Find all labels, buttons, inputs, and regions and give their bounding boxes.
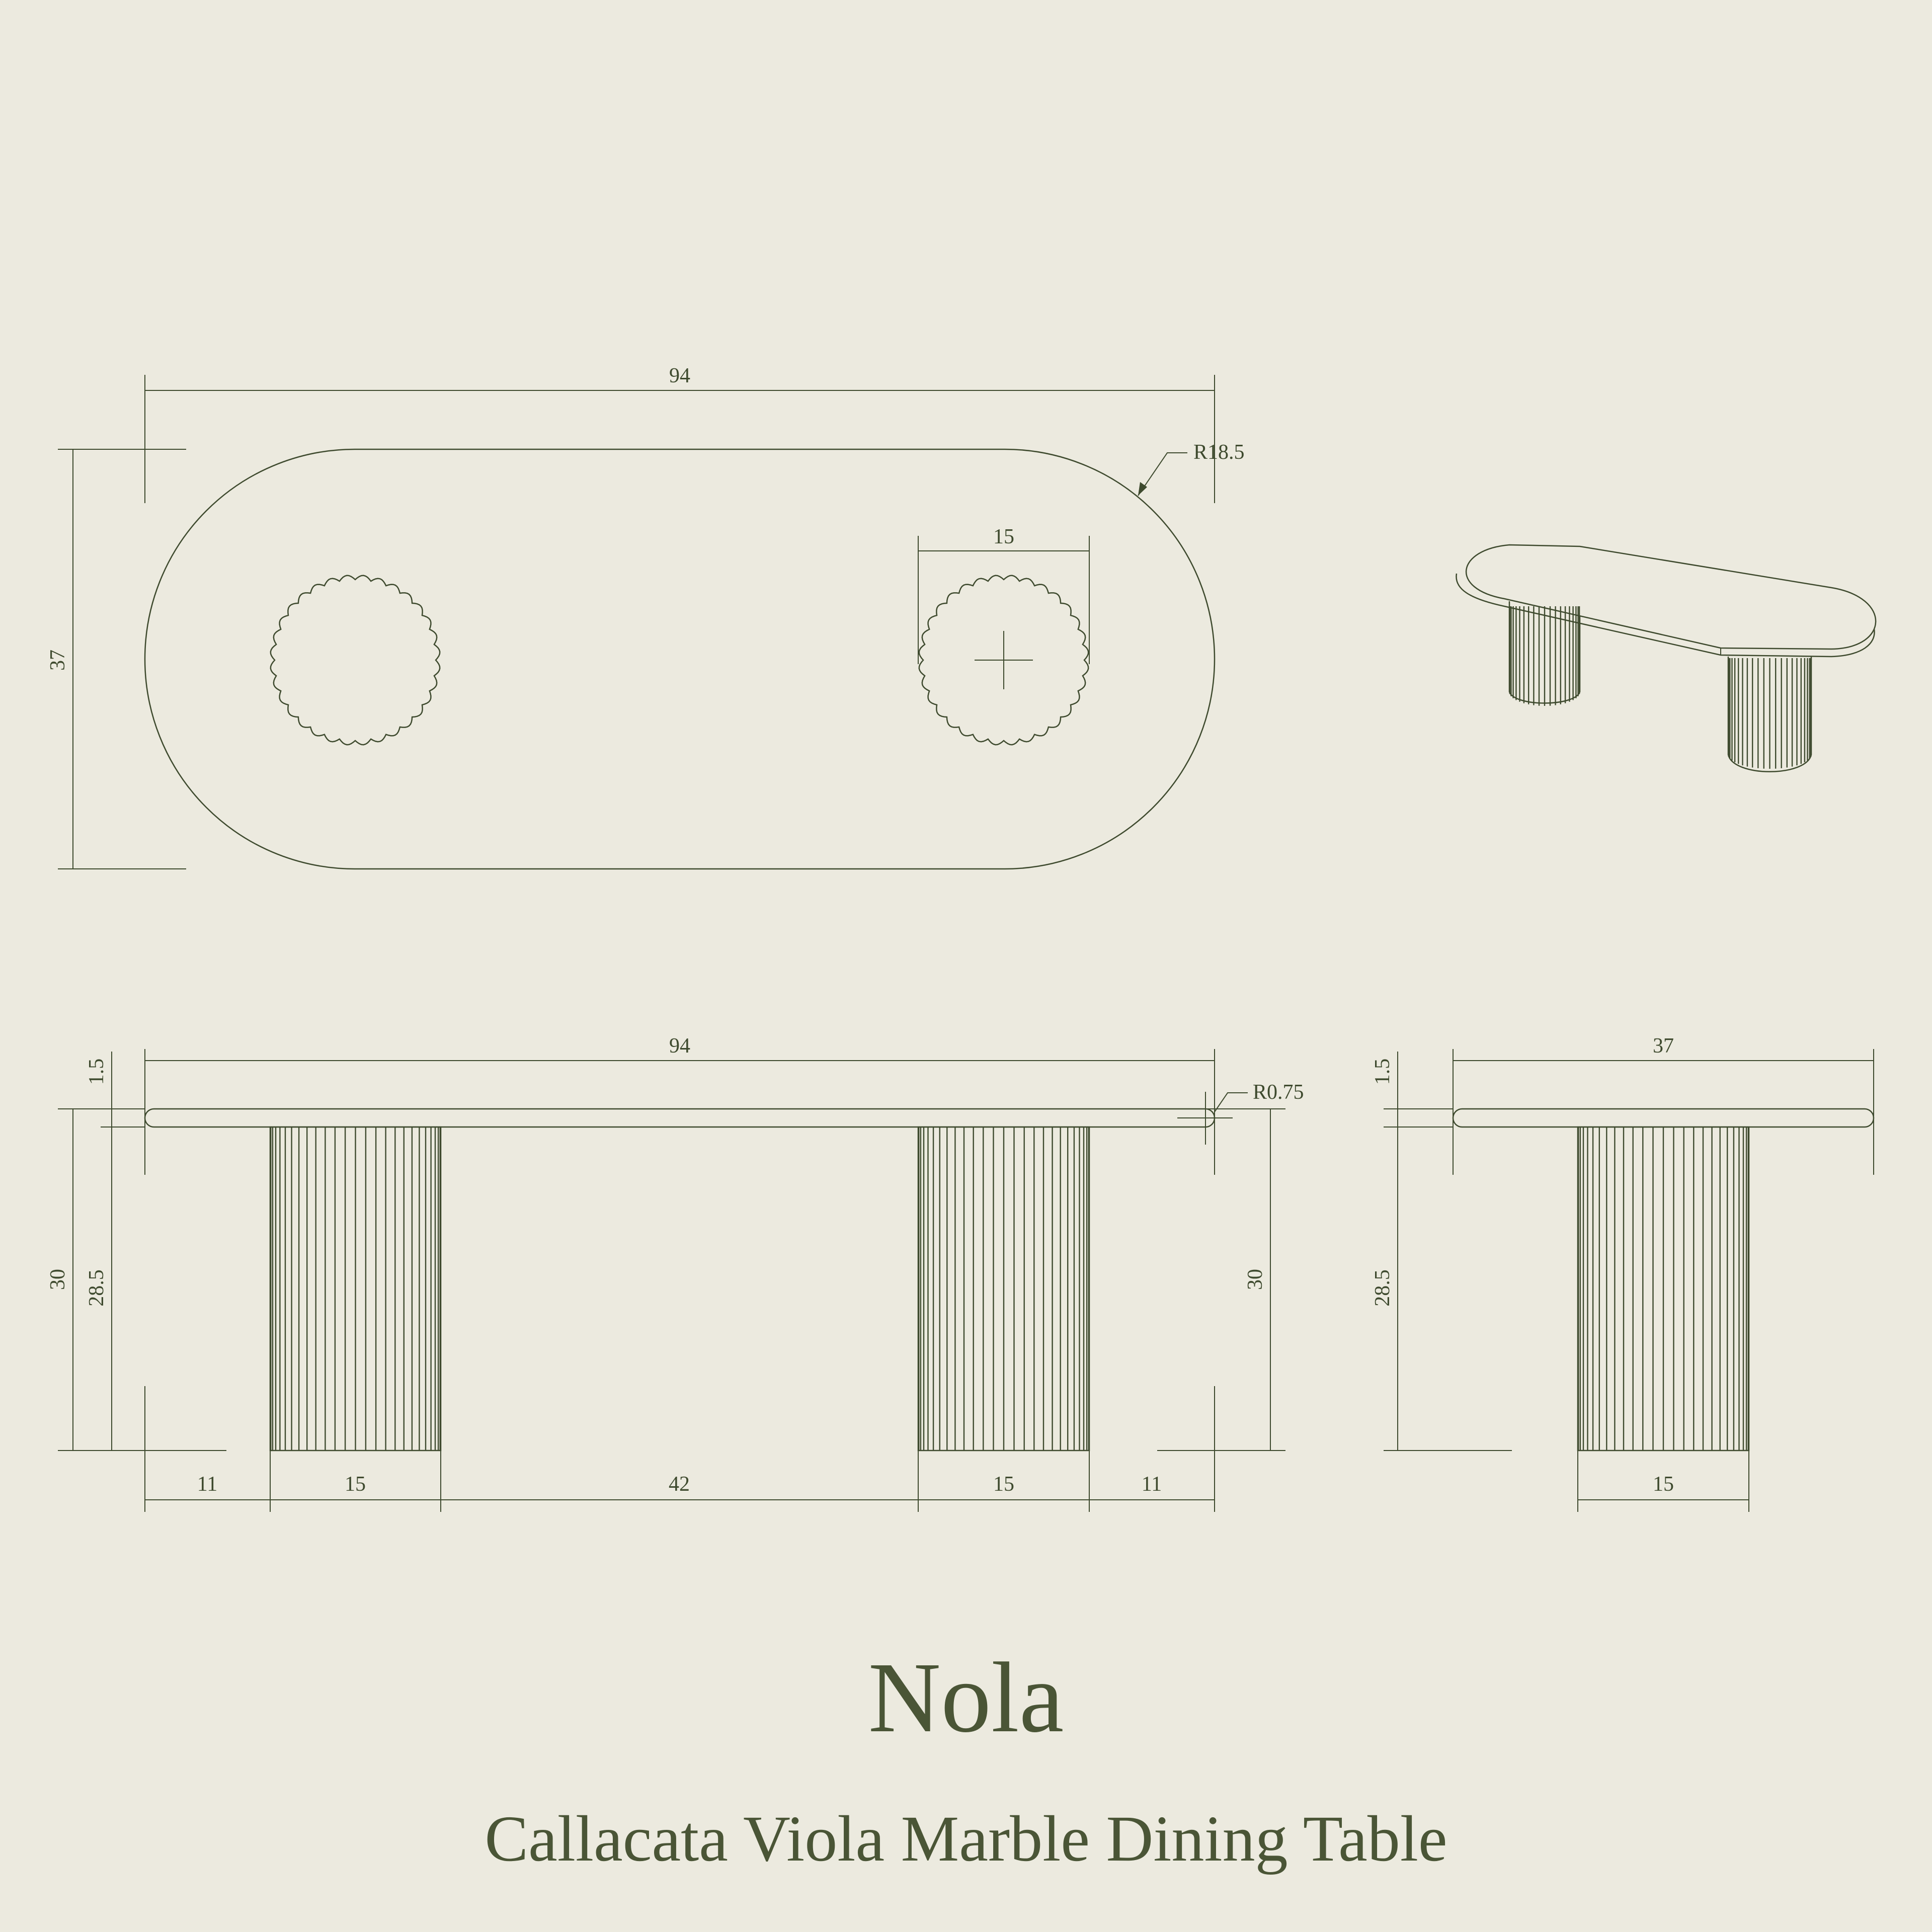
front-view: 94 1.5 30 28.5 30 R0.75 11 15 42 1 xyxy=(46,1034,1304,1512)
side-view: 37 1.5 28.5 15 xyxy=(1371,1034,1875,1512)
tabletop-outline-top-view xyxy=(144,448,1216,870)
leg-front-view-left xyxy=(269,1126,442,1452)
tabletop-perspective-top xyxy=(1466,544,1877,650)
dim-label-leg-top: 15 xyxy=(993,525,1014,548)
dim-label-thickness-front: 1.5 xyxy=(85,1059,108,1085)
dim-label-bottom-4: 11 xyxy=(1142,1473,1162,1496)
leg-perspective-right xyxy=(1727,657,1812,772)
product-name: Nola xyxy=(868,1642,1064,1753)
dim-label-height-right: 30 xyxy=(1244,1269,1267,1290)
tabletop-front-view xyxy=(144,1108,1216,1128)
dim-label-length-top: 94 xyxy=(669,364,690,387)
dim-label-bottom-3: 15 xyxy=(993,1473,1014,1496)
radius-arrow xyxy=(1138,482,1147,496)
leg-front-view-right xyxy=(917,1126,1090,1452)
dim-label-leg-height-side: 28.5 xyxy=(1371,1269,1394,1307)
radius-leader xyxy=(1138,452,1187,496)
tabletop-side-view xyxy=(1452,1108,1875,1128)
product-subtitle: Callacata Viola Marble Dining Table xyxy=(485,1803,1447,1875)
dim-label-width-side: 37 xyxy=(1653,1034,1674,1058)
dim-label-height-left: 30 xyxy=(46,1269,69,1290)
dim-label-bottom-2: 42 xyxy=(669,1473,690,1496)
top-view: 94 37 R18.5 15 xyxy=(46,364,1245,870)
dim-label-bottom-1: 15 xyxy=(345,1473,366,1496)
leg-top-view-right xyxy=(918,575,1089,746)
dim-label-leg-height-front: 28.5 xyxy=(85,1269,108,1307)
dim-label-edge-radius: R0.75 xyxy=(1253,1081,1304,1104)
perspective-view xyxy=(1456,544,1877,772)
leg-top-view-left xyxy=(270,575,441,746)
tabletop-perspective-edge xyxy=(1456,573,1875,658)
dim-label-leg-side: 15 xyxy=(1653,1473,1674,1496)
dim-label-length-front: 94 xyxy=(669,1034,690,1058)
dim-label-corner-radius: R18.5 xyxy=(1193,441,1245,464)
leg-side-view xyxy=(1577,1126,1750,1452)
dim-label-thickness-side: 1.5 xyxy=(1371,1059,1394,1085)
leg-perspective-left xyxy=(1508,601,1581,706)
radius-leader xyxy=(1214,1092,1248,1112)
dim-label-width-top: 37 xyxy=(46,650,69,671)
dim-label-bottom-0: 11 xyxy=(197,1473,217,1496)
